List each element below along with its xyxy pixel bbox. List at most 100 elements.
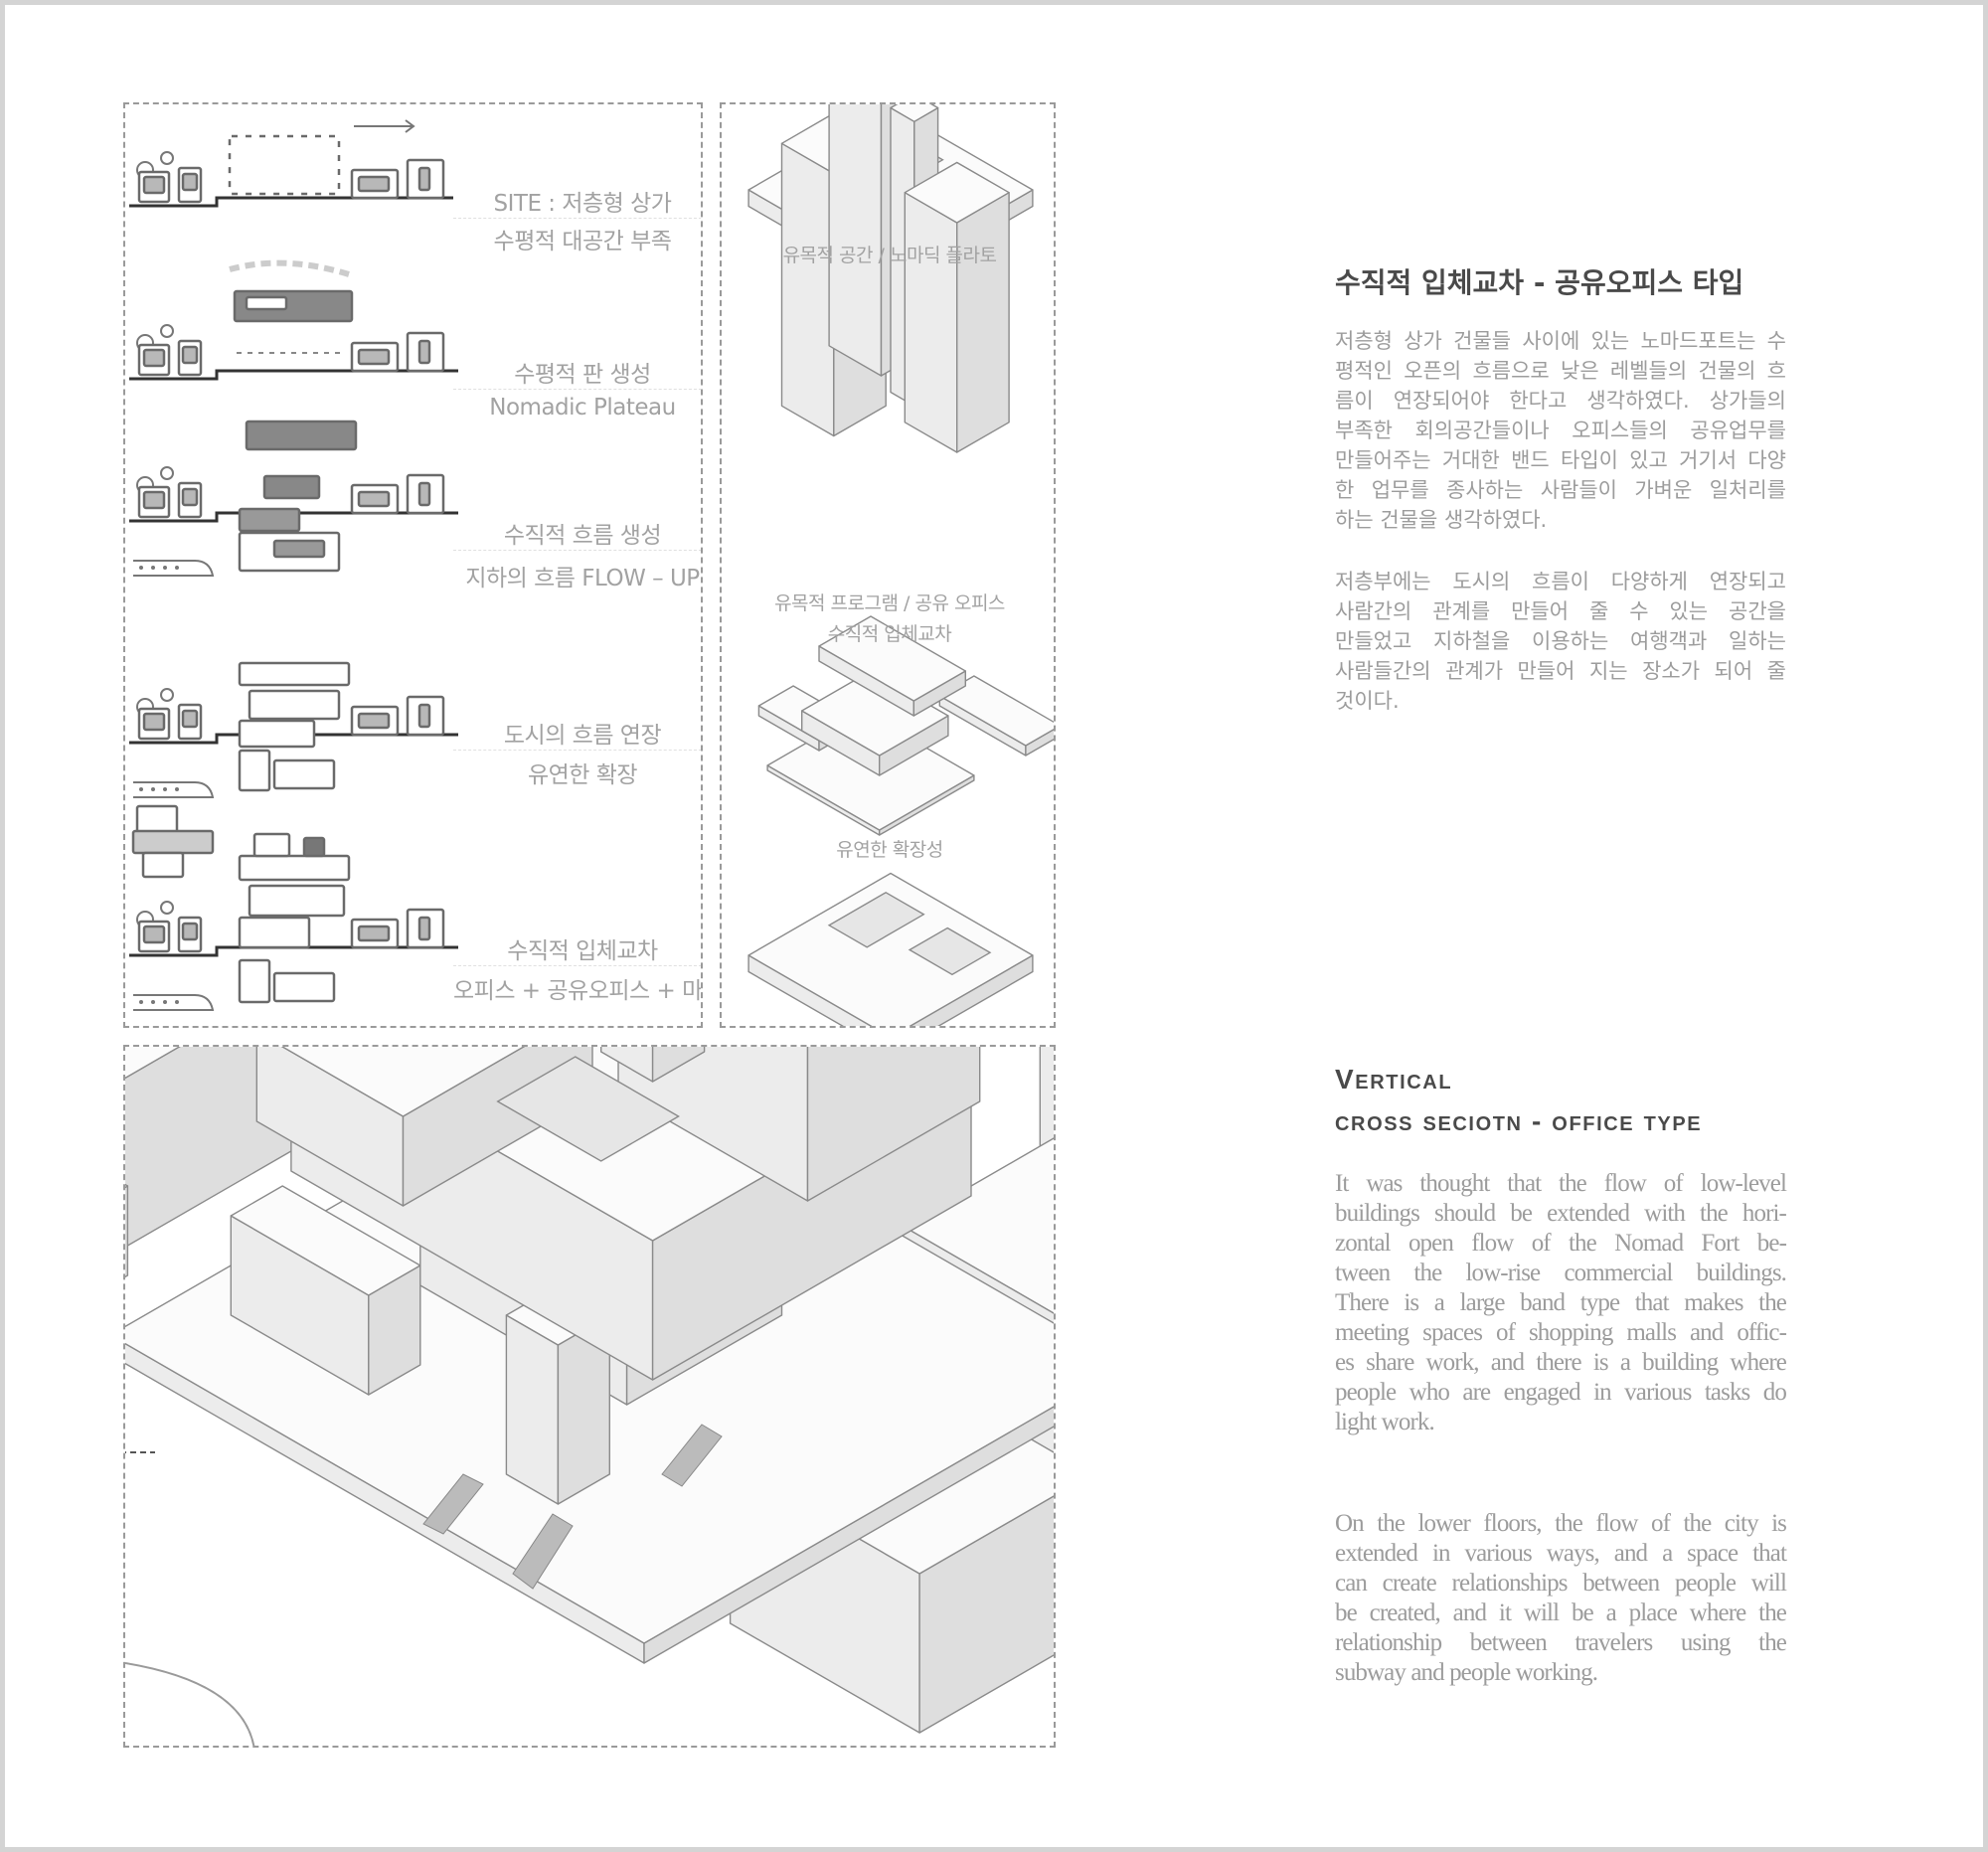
face-left	[780, 142, 835, 437]
text-line: On the lower floors, the flow of the cit…	[1335, 1510, 1787, 1537]
surrounding-building	[125, 1183, 129, 1278]
sketch-label: 수직적 입체교차	[507, 938, 658, 964]
courtyard-opening	[908, 926, 992, 976]
text-line: light work.	[1335, 1409, 1435, 1435]
courtyard-opening	[827, 891, 925, 948]
face-left	[600, 1047, 654, 1083]
window	[181, 709, 199, 729]
window	[142, 490, 166, 510]
diagram-label-vertical: 수직적 입체교차	[827, 623, 952, 645]
plaza-edge	[125, 1662, 255, 1746]
face-top	[230, 1185, 421, 1296]
train-window	[139, 1000, 143, 1004]
text-line: 것이다.	[1335, 689, 1400, 713]
arrow-right-icon	[354, 119, 415, 133]
text-line: 부족한 회의공간들이나 오피스들의 공유업무를	[1335, 419, 1786, 442]
block	[272, 971, 336, 1003]
stair-icon	[512, 1513, 574, 1590]
axonometric-diagram-panel: 유목적 공간 / 노마딕 플라토 유목적 프로그램 / 공유 오피스 수직적 입…	[720, 102, 1056, 1028]
text-line: 름이 연장되어야 한다고 생각하였다. 상가들의	[1335, 389, 1786, 413]
subway-train-icon	[133, 994, 215, 1011]
window	[181, 172, 199, 192]
face-top	[125, 1047, 181, 1080]
window	[142, 925, 166, 944]
building-axonometric	[125, 1047, 1054, 1746]
podium-block	[230, 1185, 421, 1396]
text-line: 저층형 상가 건물들 사이에 있는 노마드포트는 수	[1335, 329, 1786, 353]
face-left	[505, 1314, 560, 1505]
train-window	[139, 566, 143, 570]
face-left	[904, 191, 958, 453]
rooftop-volume	[600, 1047, 706, 1083]
subway-train-icon	[133, 560, 215, 577]
text-line: can create relationships between people …	[1335, 1570, 1787, 1597]
dashed-volume	[228, 134, 341, 196]
diagram-label-expansion: 유연한 확장성	[836, 839, 943, 861]
english-title-line-1: Vertical	[1335, 1064, 1453, 1094]
divider	[453, 550, 701, 551]
text-line: zontal open flow of the Nomad Fort be-	[1335, 1230, 1787, 1257]
face-right	[125, 1185, 129, 1278]
tree-icon	[160, 466, 174, 480]
text-line: buildings should be extended with the ho…	[1335, 1200, 1787, 1227]
block	[272, 758, 336, 790]
subway-train-icon	[133, 781, 215, 798]
top-block	[818, 615, 967, 717]
sketch-label: 지하의 흐름 FLOW – UP	[465, 566, 700, 591]
face-top	[280, 1047, 526, 1117]
sketch-label: 오피스 + 공유오피스 + 마당	[453, 978, 703, 1004]
block	[238, 719, 316, 749]
window	[142, 348, 166, 368]
face-right	[955, 191, 1010, 453]
divider	[453, 389, 701, 390]
window	[357, 490, 391, 508]
ground-line	[129, 945, 458, 957]
face-top	[818, 615, 967, 702]
window	[417, 339, 431, 365]
office-tower	[141, 851, 185, 879]
sketch-label: 도시의 흐름 연장	[503, 723, 662, 749]
text-line: 평적인 오픈의 흐름으로 낮은 레벨들의 건물의 흐	[1335, 359, 1786, 383]
text-line: 하는 건물을 생각하였다.	[1335, 508, 1548, 532]
ground-line	[129, 733, 458, 745]
podium-block	[505, 1284, 610, 1505]
text-line: It was thought that the flow of low-leve…	[1335, 1170, 1787, 1197]
opening	[245, 295, 288, 311]
block	[238, 958, 271, 1004]
sketch-label: SITE : 저층형 상가	[493, 191, 672, 217]
axonometric-diagrams	[747, 104, 1054, 1026]
text-line: 사람들간의 관계가 만들어 지는 장소가 되어 줄	[1335, 659, 1786, 683]
train-window	[163, 787, 167, 791]
text-line: extended in various ways, and a space th…	[1335, 1540, 1787, 1567]
rooftop-volume	[617, 1047, 981, 1202]
block	[272, 539, 326, 559]
block	[248, 884, 346, 918]
face-top	[902, 1137, 1054, 1314]
text-line: people who are engaged in various tasks …	[1335, 1379, 1787, 1406]
diagram-label-plateau: 유목적 공간 / 노마딕 플라토	[782, 245, 997, 266]
korean-title: 수직적 입체교차 - 공유오피스 타입	[1335, 266, 1744, 299]
block	[302, 836, 326, 858]
block	[238, 916, 311, 949]
text-line: meeting spaces of shopping malls and off…	[1335, 1319, 1787, 1346]
diagram-label-program: 유목적 프로그램 / 공유 오피스	[774, 592, 1005, 614]
train-window	[175, 787, 179, 791]
block	[252, 832, 291, 858]
tree-icon	[160, 901, 174, 915]
block	[238, 507, 301, 533]
train-window	[163, 1000, 167, 1004]
window	[357, 712, 391, 730]
window	[417, 703, 431, 729]
face-left	[828, 104, 883, 377]
window	[142, 175, 166, 195]
window	[181, 487, 199, 507]
text-line: 만들었고 지하철을 이용하는 여행객과 일하는	[1335, 629, 1786, 653]
face-top	[747, 872, 1034, 1026]
face-left	[617, 1047, 809, 1202]
train-window	[139, 787, 143, 791]
train-window	[175, 566, 179, 570]
train-window	[151, 566, 155, 570]
